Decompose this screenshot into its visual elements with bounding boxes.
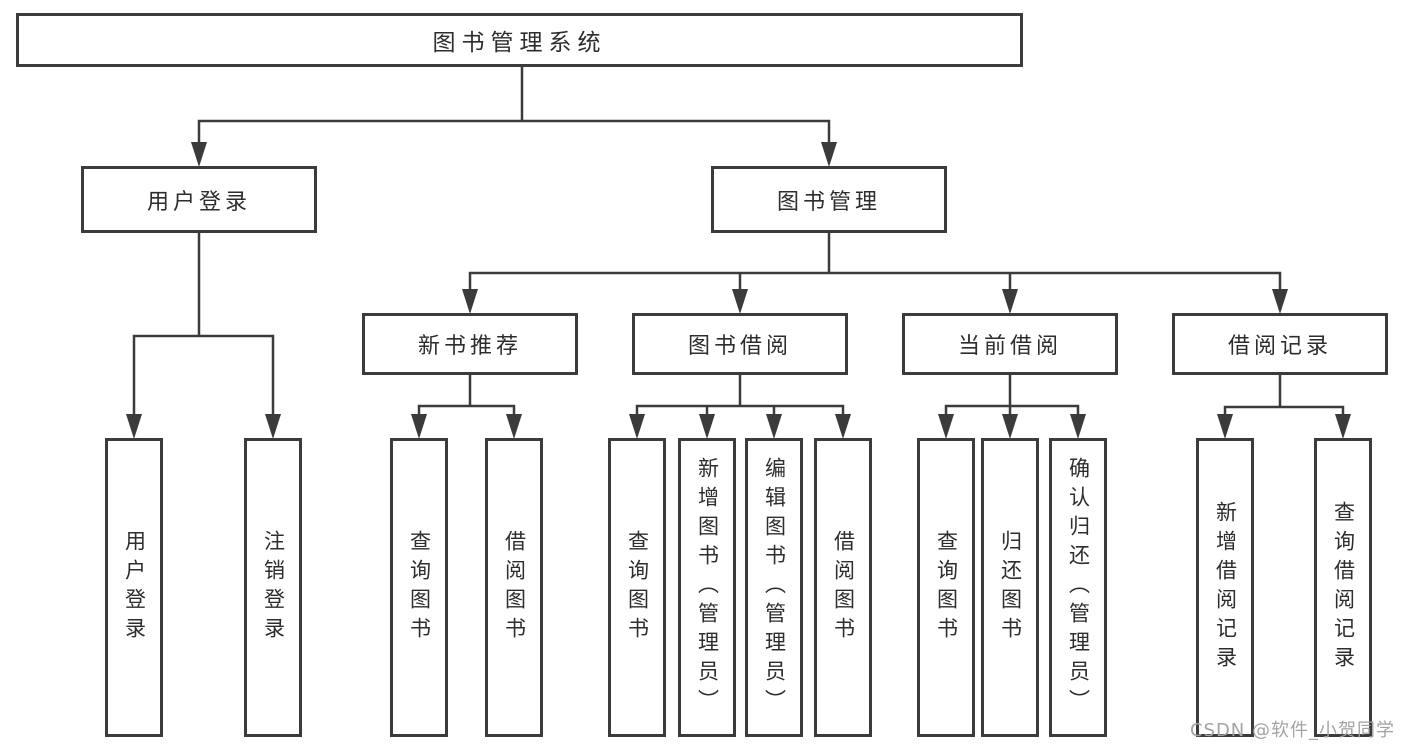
arrow-down-icon — [732, 289, 748, 314]
leaf-logout: 注销登录 — [244, 438, 302, 737]
node-new-book-recommend: 新书推荐 — [362, 313, 578, 375]
arrow-down-icon — [766, 414, 782, 439]
arrow-down-icon — [821, 142, 837, 167]
node-label: 借阅记录 — [1227, 334, 1332, 359]
arrow-down-icon — [1002, 414, 1018, 439]
connector-root-to-level2 — [191, 65, 837, 167]
arrow-down-icon — [938, 414, 954, 439]
arrow-down-icon — [835, 414, 851, 439]
leaf-query-books-current: 查询图书 — [917, 438, 975, 737]
leaf-confirm-return-admin: 确认归还（管理员） — [1049, 438, 1107, 737]
node-label: 图书管理 — [776, 189, 881, 215]
connector-userlogin-to-children — [126, 231, 281, 439]
node-book-management: 图书管理 — [711, 166, 947, 233]
leaf-query-books-borrow: 查询图书 — [608, 438, 666, 737]
node-book-borrow: 图书借阅 — [632, 313, 848, 375]
node-label: 借阅图书 — [502, 529, 527, 646]
node-label: 归还图书 — [998, 529, 1023, 646]
node-label: 借阅图书 — [831, 529, 856, 646]
arrow-down-icon — [462, 289, 478, 314]
arrow-down-icon — [126, 414, 142, 439]
arrow-down-icon — [1217, 414, 1233, 439]
node-label: 新增图书（管理员） — [695, 457, 720, 718]
node-label: 查询借阅记录 — [1331, 500, 1356, 675]
arrow-down-icon — [629, 414, 645, 439]
node-label: 用户登录 — [122, 529, 147, 646]
node-user-login-branch: 用户登录 — [81, 166, 317, 233]
leaf-user-login: 用户登录 — [105, 438, 163, 737]
node-label: 新书推荐 — [417, 334, 522, 359]
arrow-down-icon — [1335, 414, 1351, 439]
leaf-borrow-books-recommend: 借阅图书 — [485, 438, 543, 737]
connector-currentborrow-to-children — [938, 373, 1086, 439]
node-label: 图书借阅 — [687, 334, 792, 359]
connector-records-to-children — [1217, 373, 1351, 439]
node-label: 查询图书 — [625, 529, 650, 646]
node-label: 注销登录 — [261, 529, 286, 646]
csdn-watermark: CSDN @软件_小贺同学 — [1189, 720, 1395, 741]
arrow-down-icon — [699, 414, 715, 439]
leaf-add-borrow-record: 新增借阅记录 — [1196, 438, 1254, 737]
leaf-return-book: 归还图书 — [981, 438, 1039, 737]
node-root: 图书管理系统 — [16, 13, 1023, 67]
connector-bookborrow-to-children — [629, 373, 851, 439]
arrow-down-icon — [265, 414, 281, 439]
arrow-down-icon — [411, 414, 427, 439]
node-label: 用户登录 — [146, 189, 251, 215]
node-borrow-records: 借阅记录 — [1172, 313, 1388, 375]
arrow-down-icon — [1002, 289, 1018, 314]
leaf-query-books-recommend: 查询图书 — [390, 438, 448, 737]
arrow-down-icon — [506, 414, 522, 439]
leaf-add-book-admin: 新增图书（管理员） — [678, 438, 736, 737]
node-label: 当前借阅 — [957, 334, 1062, 359]
leaf-borrow-books: 借阅图书 — [814, 438, 872, 737]
leaf-query-borrow-record: 查询借阅记录 — [1314, 438, 1372, 737]
node-current-borrow: 当前借阅 — [902, 313, 1118, 375]
node-label: 确认归还（管理员） — [1066, 457, 1091, 718]
node-label: 查询图书 — [934, 529, 959, 646]
node-label: 新增借阅记录 — [1213, 500, 1238, 675]
leaf-edit-book-admin: 编辑图书（管理员） — [745, 438, 803, 737]
node-label: 编辑图书（管理员） — [762, 457, 787, 718]
connector-bookmgmt-to-level3 — [462, 231, 1288, 314]
arrow-down-icon — [1070, 414, 1086, 439]
node-label: 查询图书 — [407, 529, 432, 646]
connector-newbook-to-children — [411, 373, 522, 439]
arrow-down-icon — [191, 142, 207, 167]
arrow-down-icon — [1272, 289, 1288, 314]
node-label: 图书管理系统 — [432, 30, 607, 56]
